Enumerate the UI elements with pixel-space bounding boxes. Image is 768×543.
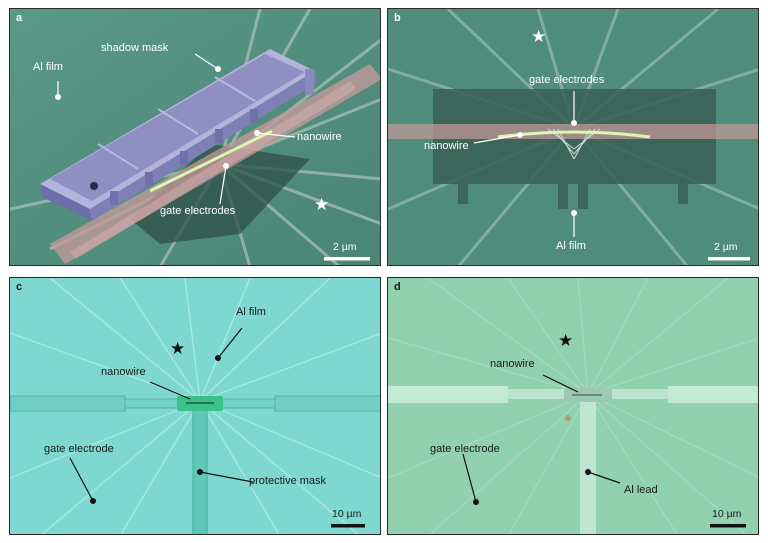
label-shadow-mask: shadow mask (101, 42, 169, 54)
panel-label-b: b (394, 12, 401, 24)
scale-label-c: 10 µm (332, 508, 362, 520)
label-nanowire-b: nanowire (424, 140, 469, 152)
scale-label-b: 2 µm (714, 241, 738, 253)
label-gate-electrode-d: gate electrode (430, 443, 500, 455)
scale-bar-a (324, 257, 370, 261)
panel-d-image (388, 278, 758, 534)
label-protective-mask: protective mask (249, 475, 327, 487)
label-al-film-a: Al film (33, 61, 63, 73)
star-marker-a: ★ (314, 195, 330, 214)
label-al-film-b: Al film (556, 240, 586, 252)
panel-d: d nanowire gate electrode Al lead ★ 10 µ… (387, 277, 759, 535)
label-al-film-c: Al film (236, 306, 266, 318)
scale-label-a: 2 µm (333, 241, 357, 253)
star-marker-c: ★ (170, 339, 186, 358)
panel-b-image (388, 9, 758, 265)
label-al-lead: Al lead (624, 484, 658, 496)
panel-b: b gate electrodes nanowire Al film ★ 2 µ… (387, 8, 759, 266)
panel-a: a Al film shadow mask nanowire gate elec… (9, 8, 381, 266)
scale-bar-c (331, 524, 365, 528)
label-nanowire-d: nanowire (490, 358, 535, 370)
label-gate-electrodes-a: gate electrodes (160, 205, 236, 217)
label-gate-electrodes-b: gate electrodes (529, 74, 605, 86)
panel-c: c Al film nanowire gate electrode protec… (9, 277, 381, 535)
label-nanowire-c: nanowire (101, 366, 146, 378)
scale-bar-b (708, 257, 750, 261)
star-marker-d: ★ (558, 331, 574, 350)
panel-label-c: c (16, 281, 23, 293)
star-marker-b: ★ (531, 27, 547, 46)
panel-a-image (10, 9, 380, 265)
panel-c-image (10, 278, 380, 534)
panel-label-a: a (16, 12, 23, 24)
scale-bar-d (710, 524, 746, 528)
scale-label-d: 10 µm (712, 508, 742, 520)
panel-label-d: d (394, 281, 401, 293)
label-nanowire-a: nanowire (297, 131, 342, 143)
label-gate-electrode-c: gate electrode (44, 443, 114, 455)
